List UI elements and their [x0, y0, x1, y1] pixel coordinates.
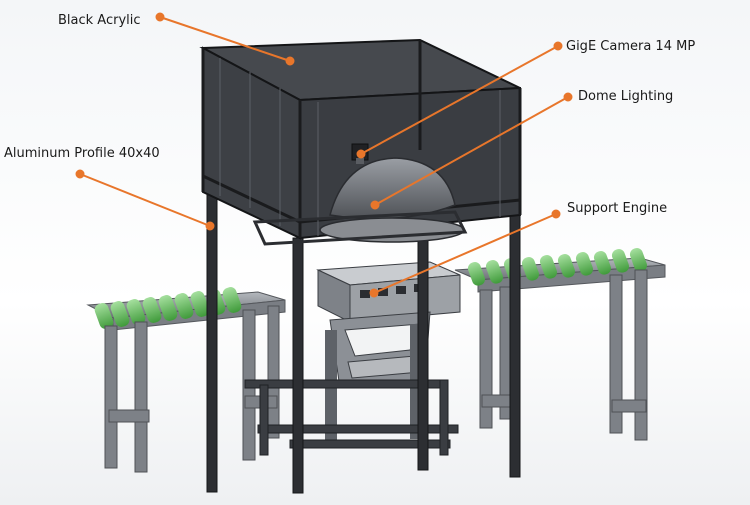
leader-dot-gige-camera [553, 41, 563, 51]
left-conveyor [86, 287, 286, 473]
leader-lines [75, 12, 573, 298]
cabinet-enclosure [199, 38, 522, 246]
left-conveyor-rollers [94, 287, 242, 329]
leader-dot-support-engine [551, 209, 561, 219]
leader-dot-dome-lighting-target [370, 200, 380, 210]
leader-dot-aluminum-profile [75, 169, 85, 179]
right-conveyor [454, 248, 666, 441]
label-gige-camera: GigE Camera 14 MP [566, 39, 696, 54]
leader-dot-support-engine-target [369, 288, 379, 298]
label-support-engine: Support Engine [567, 201, 668, 216]
leader-dot-black-acrylic-target [285, 56, 295, 66]
leader-dot-dome-lighting [563, 92, 573, 102]
right-conveyor-legs [479, 269, 648, 441]
label-dome-lighting: Dome Lighting [578, 89, 674, 104]
label-aluminum-profile: Aluminum Profile 40x40 [4, 146, 160, 161]
left-conveyor-legs [104, 305, 280, 473]
dome-lighting [319, 157, 465, 243]
base-frame [244, 379, 459, 456]
support-engine [316, 261, 461, 440]
leader-dot-gige-camera-target [356, 149, 366, 159]
label-black-acrylic: Black Acrylic [58, 13, 141, 28]
leader-dot-aluminum-profile-target [205, 221, 215, 231]
leader-dot-black-acrylic [155, 12, 165, 22]
right-conveyor-rollers [467, 248, 647, 286]
